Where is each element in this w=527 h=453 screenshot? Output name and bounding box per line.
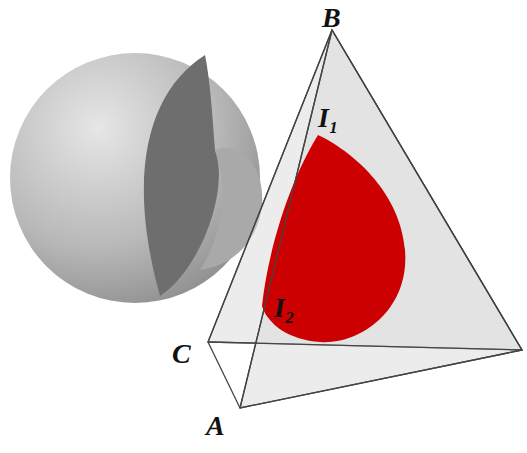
point-label: I₂ <box>274 294 295 322</box>
edge-line <box>208 30 332 342</box>
edge-line <box>332 30 522 350</box>
tetrahedron <box>208 30 522 408</box>
edge-line <box>208 342 522 350</box>
red-region <box>262 135 405 342</box>
point-label: A <box>206 412 225 440</box>
point-label: C <box>172 340 191 368</box>
edge-line <box>208 342 240 408</box>
sphere <box>10 53 262 303</box>
edge-line <box>240 350 522 408</box>
point-label: B <box>322 4 341 32</box>
edge-line <box>240 30 332 408</box>
tetra-face <box>240 30 522 408</box>
point-label: I₁ <box>318 104 339 132</box>
